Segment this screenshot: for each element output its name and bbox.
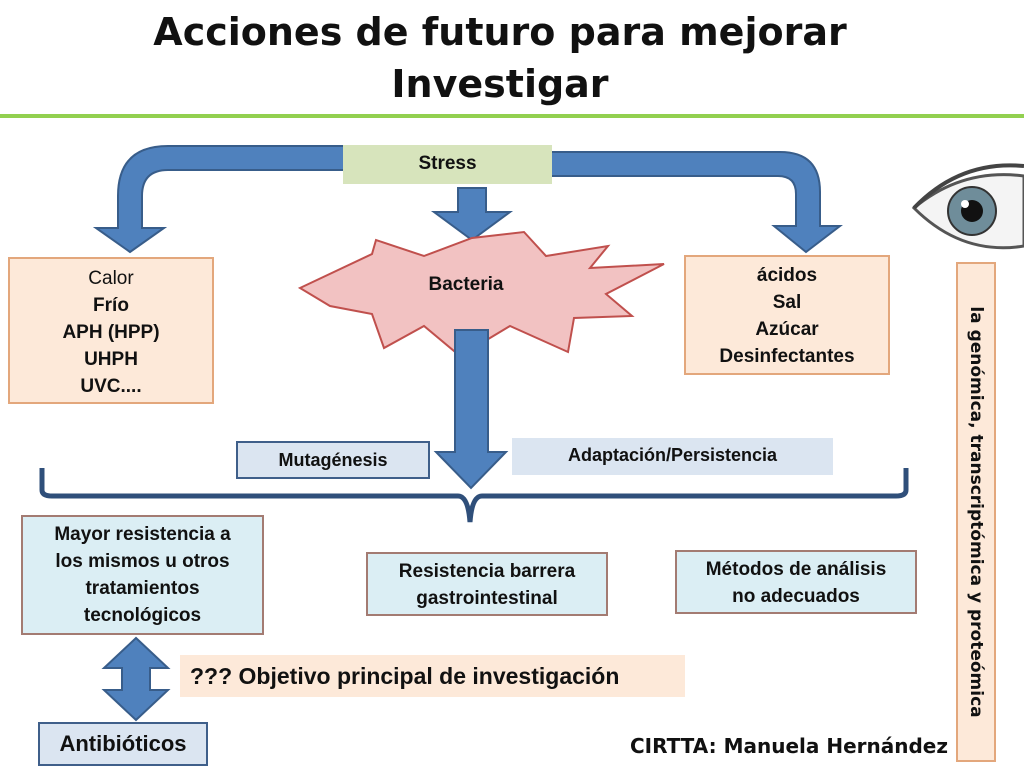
mayor-resistencia-line-2: los mismos u otros bbox=[55, 551, 230, 572]
slide-title: Acciones de futuro para mejorar Investig… bbox=[0, 6, 1000, 110]
grouping-brace bbox=[39, 468, 909, 523]
mayor-resistencia-line-4: tecnológicos bbox=[83, 605, 202, 626]
left-treatment-box: Calor Frío APH (HPP) UHPH UVC.... bbox=[8, 257, 214, 404]
omics-side-label: la genómica, transcriptómica y proteómic… bbox=[966, 306, 986, 718]
omics-side-box: la genómica, transcriptómica y proteómic… bbox=[956, 262, 996, 762]
antibioticos-box: Antibióticos bbox=[38, 722, 208, 766]
left-box-line-3: APH (HPP) bbox=[62, 322, 160, 343]
stress-label: Stress bbox=[418, 153, 477, 174]
adaptacion-label: Adaptación/Persistencia bbox=[567, 445, 778, 465]
metodos-line-2: no adecuados bbox=[732, 586, 860, 607]
resistencia-barrera-line-1: Resistencia barrera bbox=[398, 561, 576, 582]
arrow-stress-to-left bbox=[92, 145, 346, 254]
mayor-resistencia-box: Mayor resistencia a los mismos u otros t… bbox=[21, 515, 264, 635]
title-line-2: Investigar bbox=[391, 62, 609, 106]
metodos-box: Métodos de análisis no adecuados bbox=[675, 550, 917, 614]
arrow-stress-to-right bbox=[550, 151, 843, 254]
title-line-1: Acciones de futuro para mejorar bbox=[153, 10, 847, 54]
antibioticos-label: Antibióticos bbox=[59, 731, 187, 756]
double-arrow-antibioticos bbox=[101, 636, 171, 722]
right-treatment-box: ácidos Sal Azúcar Desinfectantes bbox=[684, 255, 890, 375]
title-divider bbox=[0, 114, 1024, 118]
right-box-line-1: ácidos bbox=[756, 265, 818, 286]
left-box-line-5: UVC.... bbox=[80, 376, 142, 397]
adaptacion-box: Adaptación/Persistencia bbox=[512, 438, 833, 475]
right-box-line-4: Desinfectantes bbox=[719, 346, 855, 367]
mutagenesis-label: Mutagénesis bbox=[278, 450, 388, 470]
left-box-line-1: Calor bbox=[88, 268, 134, 289]
eye-icon bbox=[911, 163, 1024, 250]
stress-box: Stress bbox=[343, 145, 552, 184]
mayor-resistencia-line-3: tratamientos bbox=[85, 578, 200, 599]
resistencia-barrera-line-2: gastrointestinal bbox=[416, 588, 558, 609]
objetivo-box: ??? Objetivo principal de investigación bbox=[180, 655, 685, 697]
arrow-stress-to-bacteria bbox=[430, 187, 514, 242]
author-credit: CIRTTA: Manuela Hernández bbox=[629, 734, 948, 758]
bacteria-label: Bacteria bbox=[428, 274, 504, 295]
right-box-line-3: Azúcar bbox=[755, 319, 819, 340]
mutagenesis-box: Mutagénesis bbox=[236, 441, 430, 479]
metodos-line-1: Métodos de análisis bbox=[705, 559, 887, 580]
left-box-line-2: Frío bbox=[93, 295, 129, 316]
right-box-line-2: Sal bbox=[772, 292, 802, 313]
arrow-bacteria-down bbox=[433, 329, 509, 490]
mayor-resistencia-line-1: Mayor resistencia a bbox=[54, 524, 231, 545]
left-box-line-4: UHPH bbox=[84, 349, 138, 370]
objetivo-label: ??? Objetivo principal de investigación bbox=[190, 663, 620, 689]
resistencia-barrera-box: Resistencia barrera gastrointestinal bbox=[366, 552, 608, 616]
bacteria-starburst bbox=[297, 230, 665, 358]
